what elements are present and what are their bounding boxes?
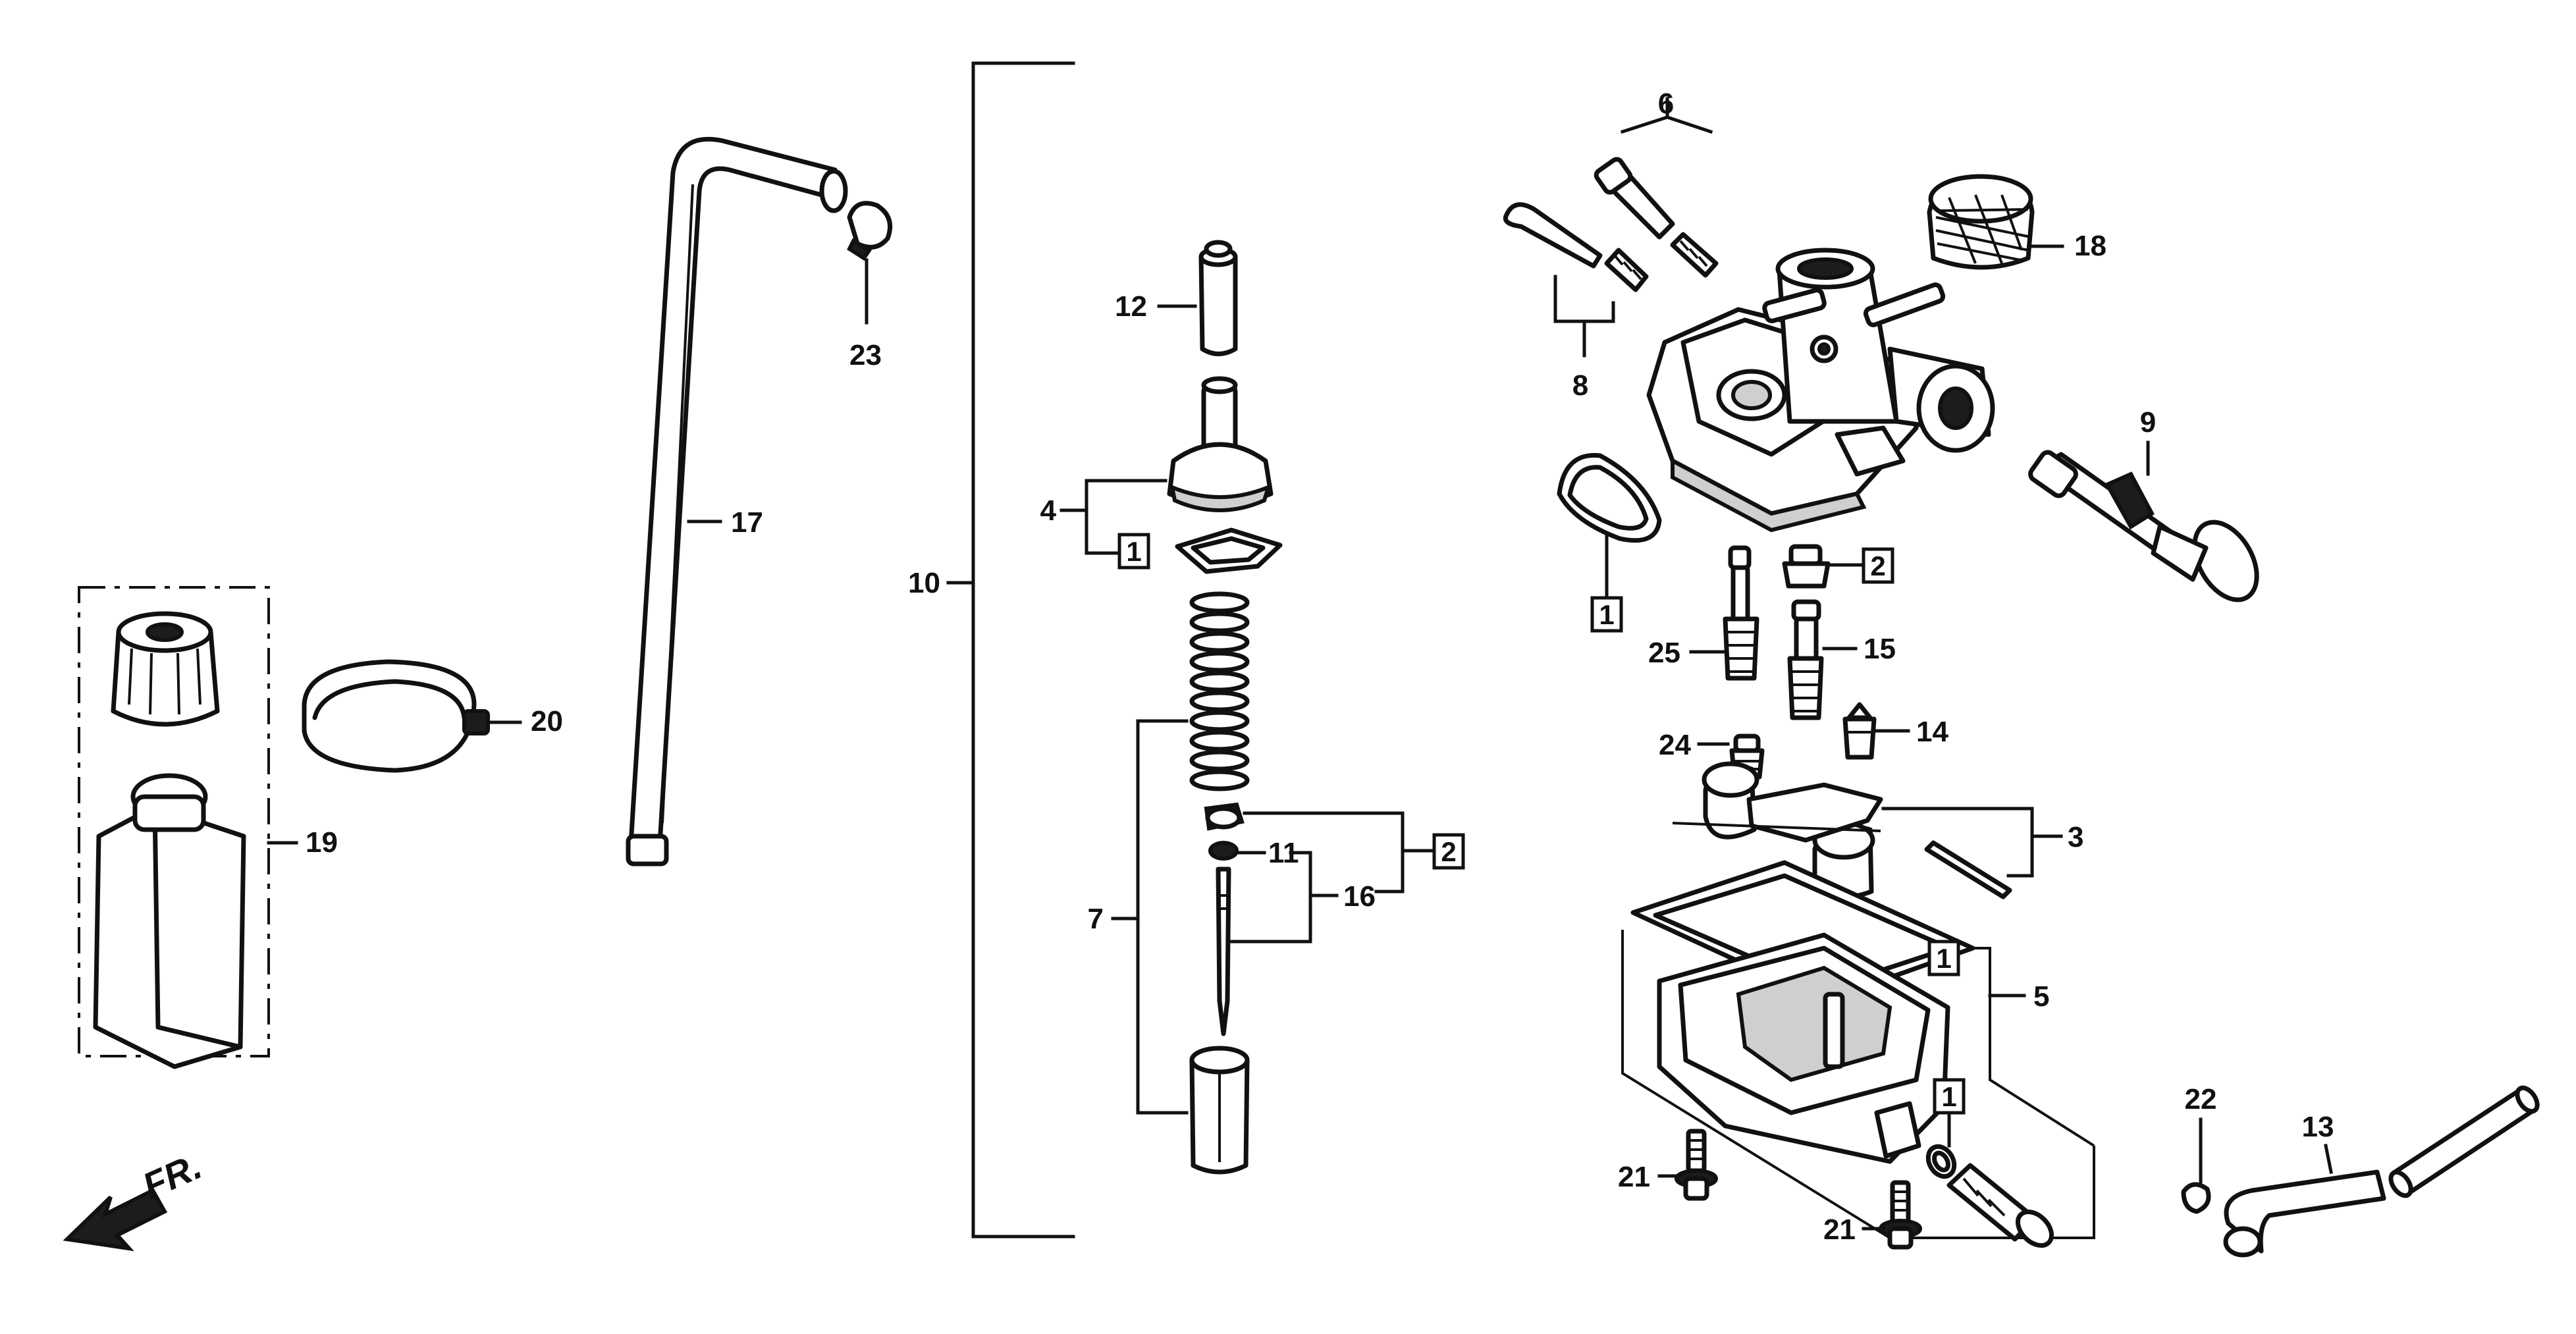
- hose-band-20: [302, 659, 522, 773]
- part-25: [1689, 545, 1759, 681]
- part-15: [1787, 599, 1858, 720]
- label-19: 19: [306, 826, 338, 859]
- float-bowl-5: [1621, 860, 2095, 1248]
- label-12: 12: [1115, 290, 1147, 323]
- clip-22: [2181, 1117, 2211, 1214]
- box-2-clip: 2: [1441, 836, 1456, 867]
- label-20: 20: [531, 705, 563, 737]
- label-7: 7: [1088, 903, 1104, 935]
- label-6: 6: [1658, 88, 1674, 120]
- part-9: [2028, 440, 2259, 602]
- label-4: 4: [1040, 494, 1057, 527]
- label-22: 22: [2185, 1083, 2217, 1115]
- fuel-hose-17: [626, 136, 848, 867]
- part-2-jet: [1782, 544, 1863, 589]
- label-15: 15: [1864, 633, 1896, 665]
- box-1-bowl-gasket: 1: [1936, 943, 1951, 974]
- label-8: 8: [1572, 369, 1588, 402]
- o-ring-1: [1557, 452, 1662, 600]
- label-21a: 21: [1618, 1161, 1650, 1193]
- throttle-valve-7: [1111, 591, 1250, 1175]
- drain-hose-13: [2223, 1085, 2540, 1258]
- hose-clip-23: [847, 201, 892, 325]
- box-1-top-gasket: 1: [1126, 536, 1141, 567]
- carburetor-body: [1646, 248, 1995, 533]
- bracket-10: [946, 61, 1075, 1239]
- part-12: [1157, 240, 1238, 356]
- screw-21a: [1657, 1129, 1718, 1201]
- label-13: 13: [2302, 1111, 2334, 1143]
- jet-needle-16: [1204, 802, 1434, 1036]
- label-17: 17: [731, 506, 763, 539]
- label-21b: 21: [1823, 1214, 1856, 1246]
- part-8: [1503, 202, 1649, 358]
- oil-kit-19: [78, 586, 298, 1069]
- label-18: 18: [2074, 230, 2106, 262]
- part-6: [1594, 97, 1719, 278]
- part-labels: 6 18 8 9 23 17 12 4 10 20 19 7 11 16 25 …: [306, 88, 2334, 1246]
- label-9: 9: [2140, 406, 2156, 439]
- box-1-drain-o-ring: 1: [1941, 1081, 1956, 1112]
- front-direction-arrow: FR.: [63, 1145, 207, 1252]
- ref-boxes: 1 2 1 2 1 1: [1117, 533, 1966, 1115]
- label-10: 10: [908, 567, 940, 599]
- label-16: 16: [1343, 880, 1376, 913]
- box-1-o-ring: 1: [1599, 599, 1614, 630]
- label-11: 11: [1268, 837, 1299, 869]
- screw-21b: [1862, 1180, 1922, 1250]
- carb-top-4: [1060, 376, 1283, 574]
- filter-18: [1927, 174, 2064, 270]
- float-3: [1672, 761, 2063, 900]
- part-14: [1842, 702, 1910, 760]
- label-25: 25: [1648, 637, 1680, 669]
- box-2-jet: 2: [1870, 550, 1885, 581]
- label-3: 3: [2068, 821, 2083, 853]
- label-14: 14: [1916, 716, 1948, 748]
- label-5: 5: [2033, 980, 2049, 1013]
- label-24: 24: [1659, 729, 1691, 761]
- label-23: 23: [849, 339, 882, 371]
